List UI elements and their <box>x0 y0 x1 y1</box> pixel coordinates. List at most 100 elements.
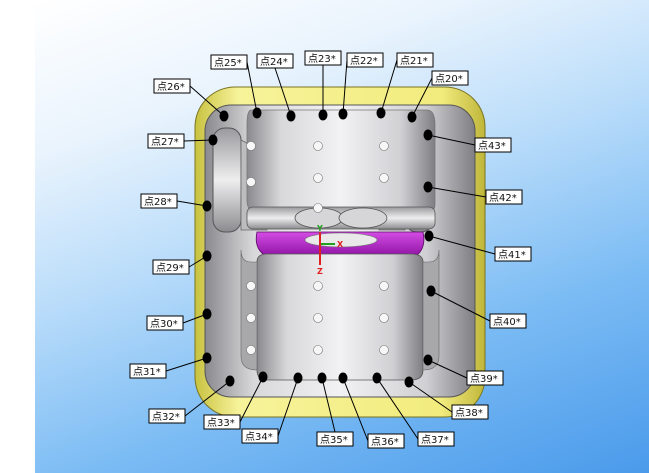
leader-line <box>430 290 491 322</box>
axis-z-label: Z <box>317 267 323 276</box>
cad-3d-viewport[interactable]: X Y Z 点20* 点21* 点22* 点23* 点24* 点25* 点26* 点27* 点2… <box>35 0 649 473</box>
point-label-box-p38[interactable] <box>451 404 489 420</box>
point-label-p43: 点43* <box>478 140 506 152</box>
point-label-p24: 点24* <box>260 56 288 68</box>
point-label-box-p20[interactable] <box>431 70 469 86</box>
point-label-p37: 点37* <box>421 434 449 446</box>
point-label-p25: 点25* <box>214 57 242 69</box>
measure-point-p34[interactable] <box>293 372 303 384</box>
point-label-box-p41[interactable] <box>494 246 532 262</box>
point-label-box-p25[interactable] <box>210 54 248 70</box>
measure-point-p26[interactable] <box>219 110 229 122</box>
leader-line <box>376 377 419 440</box>
leader-line <box>277 377 299 437</box>
point-label-p22: 点22* <box>350 55 378 67</box>
leader-line <box>380 59 398 114</box>
point-label-p21: 点21* <box>400 55 428 67</box>
leader-line <box>321 377 336 433</box>
point-label-box-p42[interactable] <box>485 189 523 205</box>
measure-point-p35[interactable] <box>317 372 327 384</box>
measure-point-p30[interactable] <box>202 308 212 320</box>
leader-line <box>427 359 468 379</box>
leader-line <box>342 377 369 442</box>
measure-point-p37[interactable] <box>372 372 382 384</box>
point-label-p34: 点34* <box>245 431 273 443</box>
point-label-box-p39[interactable] <box>466 370 504 386</box>
point-label-p33: 点33* <box>207 417 235 429</box>
leader-line <box>274 67 292 117</box>
point-label-p42: 点42* <box>489 192 517 204</box>
point-label-p29: 点29* <box>156 262 184 274</box>
measure-point-p29[interactable] <box>202 250 212 262</box>
leader-line <box>408 381 453 413</box>
leader-line <box>184 380 231 417</box>
point-label-box-p28[interactable] <box>140 193 178 209</box>
point-label-p23: 点23* <box>308 53 336 65</box>
lower-cavity <box>256 253 424 381</box>
leader-line <box>427 186 487 198</box>
coordinate-triad: X Y Z <box>316 224 344 276</box>
point-label-p32: 点32* <box>152 411 180 423</box>
leader-line <box>246 61 258 114</box>
point-label-box-p32[interactable] <box>148 408 186 424</box>
measure-point-p31[interactable] <box>202 352 212 364</box>
leader-line <box>411 77 433 118</box>
point-label-box-p21[interactable] <box>396 52 434 68</box>
measure-point-p33[interactable] <box>258 371 268 383</box>
point-label-p27: 点27* <box>151 136 179 148</box>
point-label-box-p36[interactable] <box>367 433 405 449</box>
point-label-box-p24[interactable] <box>256 53 294 69</box>
point-label-box-p43[interactable] <box>474 137 512 153</box>
upper-cavity <box>246 109 436 216</box>
point-label-box-p35[interactable] <box>316 431 354 447</box>
measure-point-p24[interactable] <box>286 110 296 122</box>
measure-point-p20[interactable] <box>407 111 417 123</box>
measure-point-p38[interactable] <box>404 376 414 388</box>
point-label-p40: 点40* <box>493 316 521 328</box>
point-label-p30: 点30* <box>150 318 178 330</box>
measure-point-p32[interactable] <box>225 375 235 387</box>
measure-point-p39[interactable] <box>423 354 433 366</box>
leader-line <box>428 235 496 255</box>
point-label-p41: 点41* <box>498 249 526 261</box>
left-slot <box>212 127 242 233</box>
point-label-p35: 点35* <box>320 434 348 446</box>
point-label-p26: 点26* <box>157 81 185 93</box>
point-label-box-p34[interactable] <box>241 428 279 444</box>
axis-y-label: Y <box>316 224 323 233</box>
point-label-box-p27[interactable] <box>147 133 185 149</box>
measure-point-p25[interactable] <box>252 107 262 119</box>
measure-point-p22[interactable] <box>338 108 348 120</box>
measure-point-p43[interactable] <box>423 129 433 141</box>
measure-point-p23[interactable] <box>318 109 328 121</box>
leader-line <box>239 376 264 423</box>
point-label-box-p40[interactable] <box>489 313 527 329</box>
measure-point-p40[interactable] <box>426 285 436 297</box>
point-label-box-p29[interactable] <box>152 259 190 275</box>
measure-point-p41[interactable] <box>424 230 434 242</box>
point-label-p38: 点38* <box>455 407 483 419</box>
point-label-box-p37[interactable] <box>417 431 455 447</box>
measure-point-p27[interactable] <box>208 134 218 146</box>
point-label-p36: 点36* <box>371 436 399 448</box>
leader-line <box>342 59 348 115</box>
leader-line <box>427 134 476 146</box>
point-label-p28: 点28* <box>144 196 172 208</box>
measure-point-p21[interactable] <box>376 107 386 119</box>
point-label-box-p22[interactable] <box>346 52 384 68</box>
point-label-p31: 点31* <box>133 366 161 378</box>
part-view-svg: X Y Z 点20* 点21* 点22* 点23* 点24* 点25* 点26* 点27* 点2… <box>129 50 532 449</box>
leader-line <box>183 139 214 142</box>
point-label-p39: 点39* <box>470 373 498 385</box>
point-label-p20: 点20* <box>435 73 463 85</box>
measure-point-p28[interactable] <box>202 200 212 212</box>
point-label-box-p31[interactable] <box>129 363 167 379</box>
point-label-box-p33[interactable] <box>203 414 241 430</box>
measure-point-p42[interactable] <box>423 181 433 193</box>
measure-point-p36[interactable] <box>338 372 348 384</box>
axis-x-label: X <box>337 240 344 249</box>
leader-line <box>165 357 208 372</box>
point-label-box-p23[interactable] <box>304 50 342 66</box>
point-label-box-p26[interactable] <box>153 78 191 94</box>
point-label-box-p30[interactable] <box>146 315 184 331</box>
